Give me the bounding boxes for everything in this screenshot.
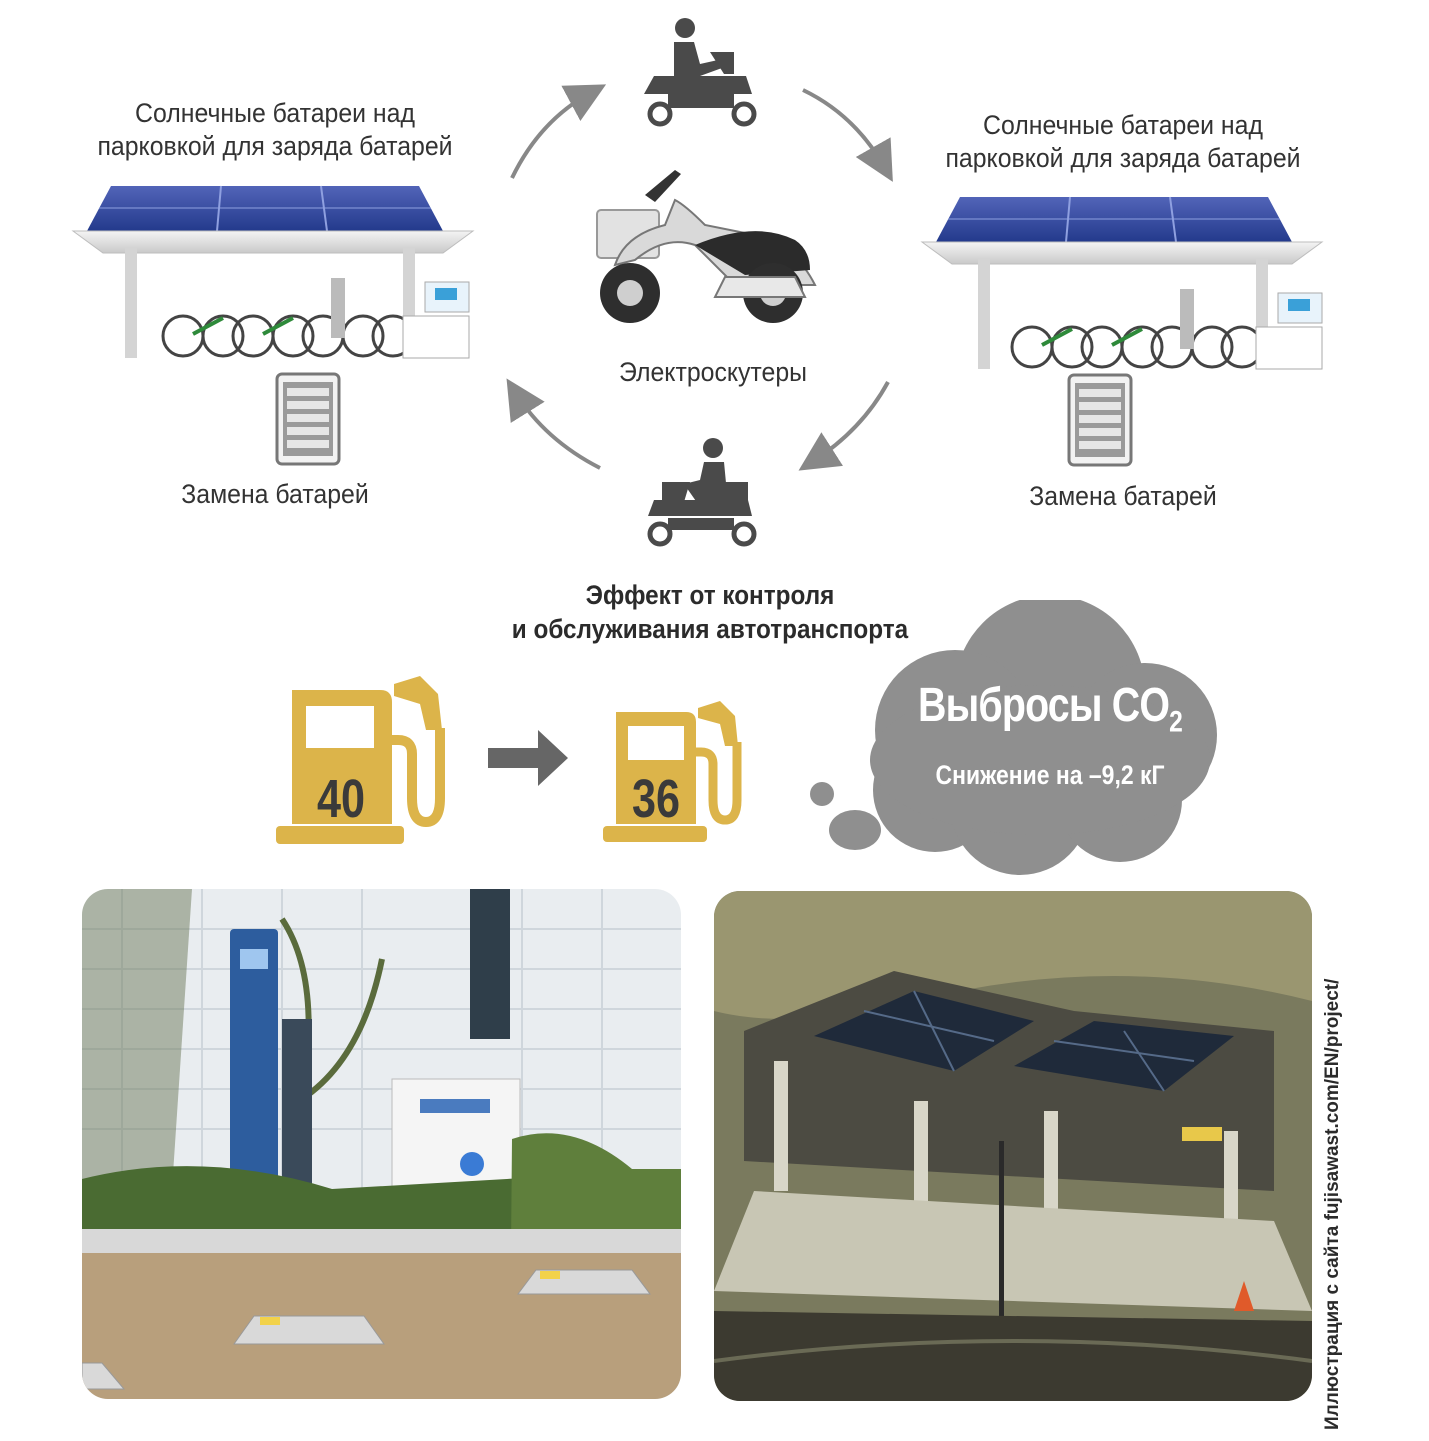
photo-charging-station (82, 889, 681, 1399)
solar-carport-left (71, 185, 475, 359)
charging-station-illustration (82, 889, 681, 1399)
cycle-arrow-bottom-left (506, 378, 601, 470)
emissions-reduction: Снижение на –9,2 кГ (935, 760, 1165, 790)
fuel-value-after: 36 (631, 769, 681, 829)
cycle-arrow-top-right (802, 88, 893, 182)
fuel-pump-icon-after (603, 701, 742, 842)
right-station-title: Солнечные батареи над парковкой для заря… (916, 109, 1330, 175)
cycle-arrow-top-left (510, 84, 607, 179)
battery-pack-left (275, 372, 341, 466)
left-station-title: Солнечные батареи над парковкой для заря… (68, 97, 482, 163)
right-battery-label: Замена батарей (1029, 481, 1217, 511)
left-station-title-line2: парковкой для заряда батарей (97, 131, 453, 161)
co2-cloud-icon (810, 600, 1217, 875)
emissions-subscript: 2 (1169, 705, 1183, 739)
fuel-section-graphics (276, 600, 1217, 875)
emissions-title-text: Выбросы CO (917, 679, 1170, 732)
battery-pack-right (1067, 373, 1133, 467)
fuel-pump-icon-before (276, 676, 445, 844)
right-station-title-line2: парковкой для заряда батарей (945, 143, 1301, 173)
fuel-change-arrow (488, 730, 568, 786)
effect-title: Эффект от контроля и обслуживания автотр… (449, 578, 971, 646)
photo-solar-carport (714, 891, 1312, 1401)
fuel-value-before: 40 (316, 769, 366, 829)
scooter-label: Электроскутеры (618, 357, 808, 387)
effect-title-line2: и обслуживания автотранспорта (511, 614, 909, 644)
scooter-rider-icon-top (644, 18, 757, 127)
image-credit: Иллюстрация с сайта fujisawast.com/EN/pr… (1322, 978, 1343, 1430)
electric-scooter-illustration (596, 170, 817, 323)
cycle-diagram (71, 18, 1324, 547)
left-station-title-line1: Солнечные батареи над (135, 98, 415, 128)
scooter-rider-icon-bottom (647, 438, 757, 547)
cycle-arrow-bottom-right (798, 381, 890, 471)
left-battery-label: Замена батарей (181, 479, 369, 509)
emissions-title: Выбросы CO2 (911, 678, 1190, 740)
effect-title-line1: Эффект от контроля (585, 580, 835, 610)
right-station-title-line1: Солнечные батареи над (983, 110, 1263, 140)
solar-carport-photo-illustration (714, 891, 1312, 1401)
solar-carport-right (920, 196, 1324, 370)
